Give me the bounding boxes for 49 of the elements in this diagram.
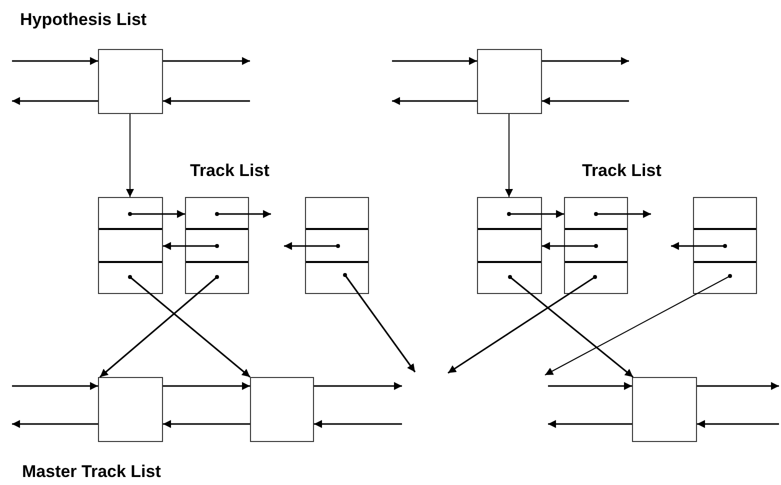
arrow <box>215 210 271 218</box>
arrow <box>284 242 340 250</box>
arrow <box>507 210 564 218</box>
arrow <box>163 382 250 390</box>
arrow <box>12 382 98 390</box>
list-node-box <box>250 377 314 442</box>
arrow <box>314 420 402 428</box>
arrow <box>697 382 779 390</box>
list-title: Track List <box>582 161 662 181</box>
arrow <box>163 420 250 428</box>
arrow <box>99 275 219 378</box>
arrow <box>548 382 632 390</box>
record-box <box>185 197 249 294</box>
list-node-box <box>98 49 163 114</box>
arrow <box>12 97 98 105</box>
arrow <box>163 97 250 105</box>
arrow <box>392 57 477 65</box>
arrow <box>126 114 134 198</box>
arrow <box>128 210 185 218</box>
arrow <box>448 275 597 374</box>
list-title: Hypothesis List <box>20 10 147 30</box>
list-node-box <box>477 49 542 114</box>
list-node-box <box>98 377 163 442</box>
arrow <box>128 275 251 378</box>
arrow <box>163 57 250 65</box>
list-title: Track List <box>190 161 270 181</box>
record-box <box>98 197 163 294</box>
record-box <box>305 197 369 294</box>
arrow <box>594 210 651 218</box>
list-node-box <box>632 377 697 442</box>
arrow <box>505 114 513 198</box>
list-title: Master Track List <box>22 462 161 482</box>
arrow <box>392 97 477 105</box>
record-box <box>693 197 757 294</box>
arrow <box>12 57 98 65</box>
arrow <box>542 97 629 105</box>
arrow <box>542 57 629 65</box>
arrow <box>671 242 727 250</box>
arrow <box>544 274 732 376</box>
arrow <box>343 273 416 372</box>
record-box <box>564 197 628 294</box>
record-box <box>477 197 542 294</box>
arrow <box>163 242 219 250</box>
arrow <box>508 275 634 378</box>
arrow <box>314 382 402 390</box>
arrow <box>697 420 779 428</box>
arrow <box>12 420 98 428</box>
arrow <box>548 420 632 428</box>
arrow <box>542 242 598 250</box>
